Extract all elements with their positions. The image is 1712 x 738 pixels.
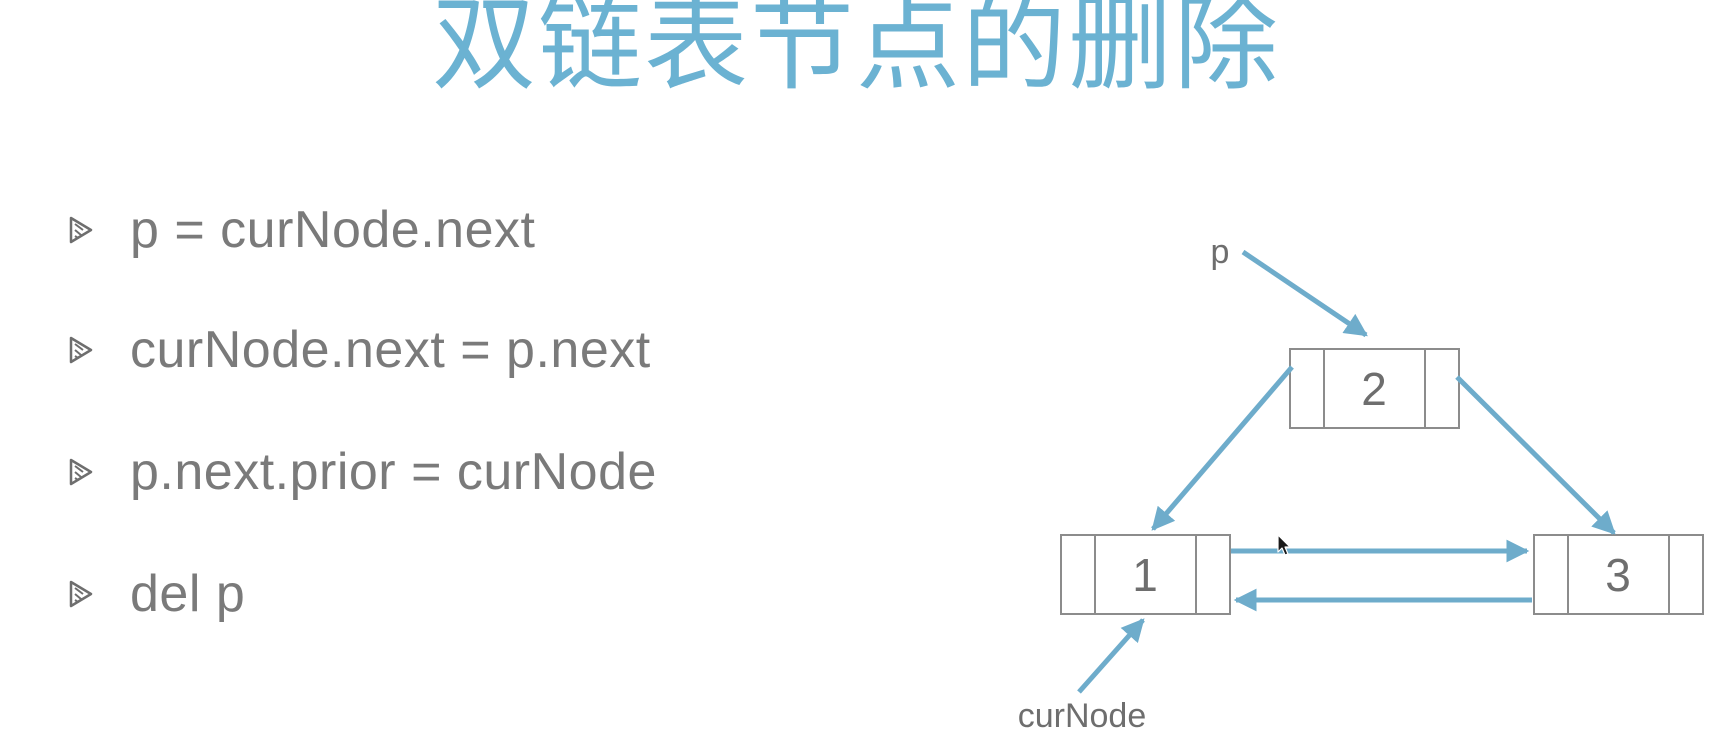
- node-box: [1289, 348, 1460, 429]
- curnode-label: curNode: [1018, 697, 1147, 735]
- node2-prior-arrow: [1151, 365, 1294, 531]
- node2-next-arrow: [1455, 375, 1616, 535]
- triangle-bullet-icon: [69, 216, 93, 244]
- node-value: 2: [1361, 363, 1387, 415]
- bullet-text: del p: [130, 565, 246, 623]
- bullet-text: p.next.prior = curNode: [130, 443, 657, 501]
- p-pointer-arrow: [1241, 249, 1368, 338]
- node-1: 1: [1060, 534, 1231, 615]
- node-3: 3: [1533, 534, 1704, 615]
- bullet-item: p = curNode.next: [68, 200, 535, 260]
- bullet-text: curNode.next = p.next: [130, 321, 651, 379]
- triangle-bullet-icon: [69, 336, 93, 364]
- mouse-cursor-icon: [1277, 534, 1291, 556]
- bullet-list: p = curNode.next curNode.next = p.next p…: [68, 200, 657, 624]
- curnode-pointer-arrow: [1077, 618, 1145, 694]
- p-label: p: [1211, 233, 1230, 271]
- triangle-bullet-icon: [69, 580, 93, 608]
- slide-title: 双链表节点的删除: [431, 0, 1280, 105]
- bullet-item: curNode.next = p.next: [68, 320, 651, 380]
- node-box: [1533, 534, 1704, 615]
- node-2: 2: [1289, 348, 1460, 429]
- bullet-item: del p: [68, 564, 245, 624]
- bullet-item: p.next.prior = curNode: [68, 442, 657, 502]
- triangle-bullet-icon: [69, 458, 93, 486]
- node-box: [1060, 534, 1231, 615]
- node-value: 3: [1605, 549, 1631, 601]
- bullet-text: p = curNode.next: [130, 201, 536, 259]
- node-value: 1: [1132, 549, 1158, 601]
